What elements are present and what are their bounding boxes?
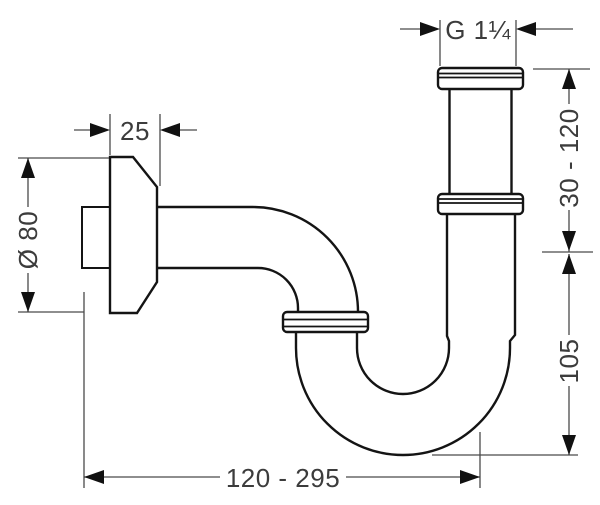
siphon-outline	[81, 66, 525, 457]
u-bend-inner-edge	[355, 214, 451, 396]
inlet-pipe-outer-edge	[157, 205, 360, 313]
dimension-inlet-height-range: 30 - 120	[533, 68, 593, 253]
slip-nut-lower-body	[281, 310, 370, 334]
dimension-arrow-icon	[562, 231, 576, 251]
dimension-arrow-icon	[562, 69, 576, 89]
dimension-arrow-icon	[516, 22, 536, 36]
dimension-arrow-icon	[562, 254, 576, 274]
dimension-flange-diameter: Ø 80	[13, 157, 109, 313]
extension-lines	[18, 157, 109, 313]
extension-lines	[109, 114, 161, 186]
slip-nut-lower-grooves	[284, 318, 367, 328]
dimension-arrow-icon	[21, 292, 35, 312]
extension-lines	[533, 68, 593, 253]
extension-lines	[83, 292, 481, 488]
coupling-nut-middle	[436, 192, 525, 216]
wall-pipe-stub	[81, 206, 111, 269]
wall-flange	[108, 155, 159, 315]
dimension-label-flange-diameter: Ø 80	[13, 211, 43, 269]
dimension-arrow-icon	[160, 123, 180, 137]
inlet-pipe-inner-edge	[157, 266, 300, 312]
slip-nut-lower	[281, 310, 370, 334]
dimension-label-trap-depth: 105	[554, 339, 584, 384]
dimension-arrow-icon	[420, 22, 440, 36]
dimension-label-flange-depth: 25	[120, 116, 150, 146]
coupling-nut-top	[436, 66, 525, 91]
dimension-trap-depth: 105	[432, 254, 584, 456]
coupling-nut-top-grooves	[439, 72, 522, 79]
coupling-nut-middle-grooves	[439, 198, 522, 204]
coupling-nut-middle-body	[436, 192, 525, 216]
extension-lines	[439, 20, 517, 66]
telescope-tube	[448, 89, 513, 194]
u-bend-outer-edge	[294, 214, 517, 457]
dimension-label-inlet-height-range: 30 - 120	[554, 108, 584, 207]
dimension-arrow-icon	[90, 123, 110, 137]
coupling-nut-top-body	[436, 66, 525, 91]
dimension-wall-distance-range: 120 - 295	[83, 292, 481, 493]
dimension-arrow-icon	[562, 435, 576, 455]
dimension-arrow-icon	[460, 470, 480, 484]
dimension-label-thread-size: G 1¼	[445, 15, 511, 45]
dimension-arrow-icon	[84, 470, 104, 484]
dimension-flange-depth: 25	[74, 114, 197, 186]
dimension-thread-size: G 1¼	[400, 15, 573, 66]
dimension-label-wall-distance-range: 120 - 295	[226, 463, 340, 493]
dimension-arrow-icon	[21, 158, 35, 178]
